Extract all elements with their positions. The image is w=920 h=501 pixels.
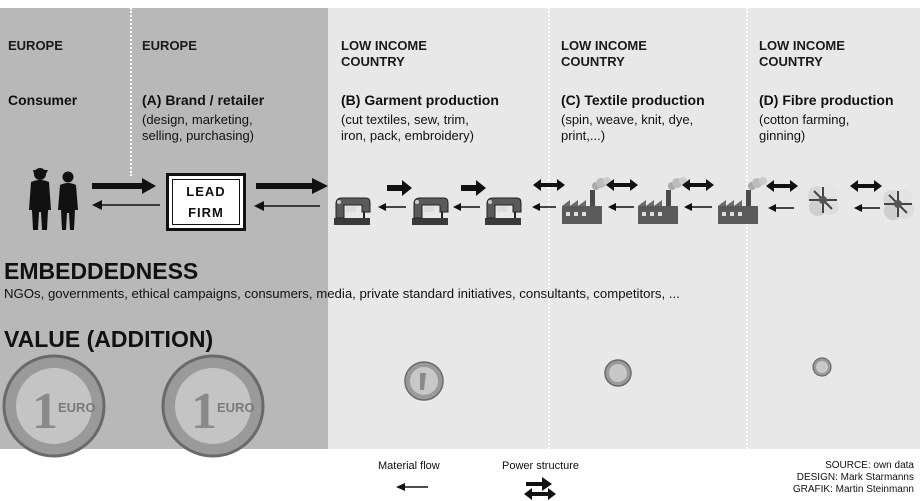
region-garment: LOW INCOME COUNTRY [341,38,427,69]
euro-coin-icon: 1 EURO [2,354,106,458]
coin-euro-label: EURO [58,400,96,415]
material-arrow [453,203,461,211]
material-arrow [608,203,616,211]
credit-source: SOURCE: own data [825,460,914,471]
legend-material-flow: Material flow [378,460,440,472]
region-consumer: EUROPE [8,38,63,53]
region-brand: EUROPE [142,38,197,53]
sewing-machine-icon [484,197,522,226]
legend-material-arrowhead [396,483,405,491]
material-arrow [768,204,776,212]
region-textile: LOW INCOME COUNTRY [561,38,647,69]
euro-coin-icon [604,359,632,387]
euro-coin-icon [404,361,444,401]
stage-textile: (C) Textile production [561,92,705,108]
cotton-ball-icon [807,184,840,217]
power-arrow-brand-to-garment [256,178,328,194]
credit-grafik: GRAFIK: Martin Steinmann [792,484,914,495]
euro-coin-icon: 1 EURO [161,354,265,458]
credits: SOURCE: own data DESIGN: Mark Starmanns … [793,460,914,496]
legend-power-structure: Power structure [502,460,580,472]
stage-brand: (A) Brand / retailer [142,92,265,108]
details-brand: (design, marketing, selling, purchasing) [142,112,255,143]
embeddedness-title: EMBEDDEDNESS [4,258,199,284]
coin-euro-label: EURO [217,400,255,415]
material-arrow [532,203,540,211]
factory-icon [562,177,611,224]
cotton-ball-icon [882,188,915,221]
lead-firm-label: LEAD FIRM [172,179,240,225]
power-biarrow [766,180,798,192]
stage-garment: (B) Garment production [341,92,499,108]
stage-consumer: Consumer [8,92,78,108]
divider-consumer-brand [130,8,132,176]
divider-textile-fibre [746,8,748,449]
factory-icon [638,177,687,224]
details-fibre: (cotton farming, ginning) [759,112,850,143]
lead-firm-box: LEAD FIRM [166,173,246,231]
stage-fibre: (D) Fibre production [759,92,894,108]
material-arrow [854,204,862,212]
sewing-machine-icon [411,197,449,226]
material-arrow [378,203,386,211]
value-title: VALUE (ADDITION) [4,326,214,352]
legend-power-biarrow [524,488,556,500]
sewing-machine-icon [333,197,371,226]
legend-power-arrow-right [526,477,552,491]
material-arrow-to-consumer [92,200,102,210]
details-garment: (cut textiles, sew, trim, iron, pack, em… [341,112,474,143]
credit-design: DESIGN: Mark Starmanns [796,472,914,483]
power-arrow [387,180,412,196]
power-biarrow [850,180,882,192]
divider-garment-textile [548,8,550,449]
coin-value-label: 1 [191,383,217,440]
embeddedness-text: NGOs, governments, ethical campaigns, co… [4,286,680,301]
material-arrow [684,203,692,211]
euro-coin-icon [812,357,832,377]
power-arrow [461,180,486,196]
power-biarrow [533,179,565,191]
details-textile: (spin, weave, knit, dye, print,...) [561,112,694,143]
region-fibre: LOW INCOME COUNTRY [759,38,845,69]
consumer-people-icon [29,168,78,230]
factory-icon [718,177,767,224]
power-arrow-brand-to-consumer [92,178,156,194]
material-arrow-to-brand [254,201,264,211]
coin-value-label: 1 [32,383,58,440]
